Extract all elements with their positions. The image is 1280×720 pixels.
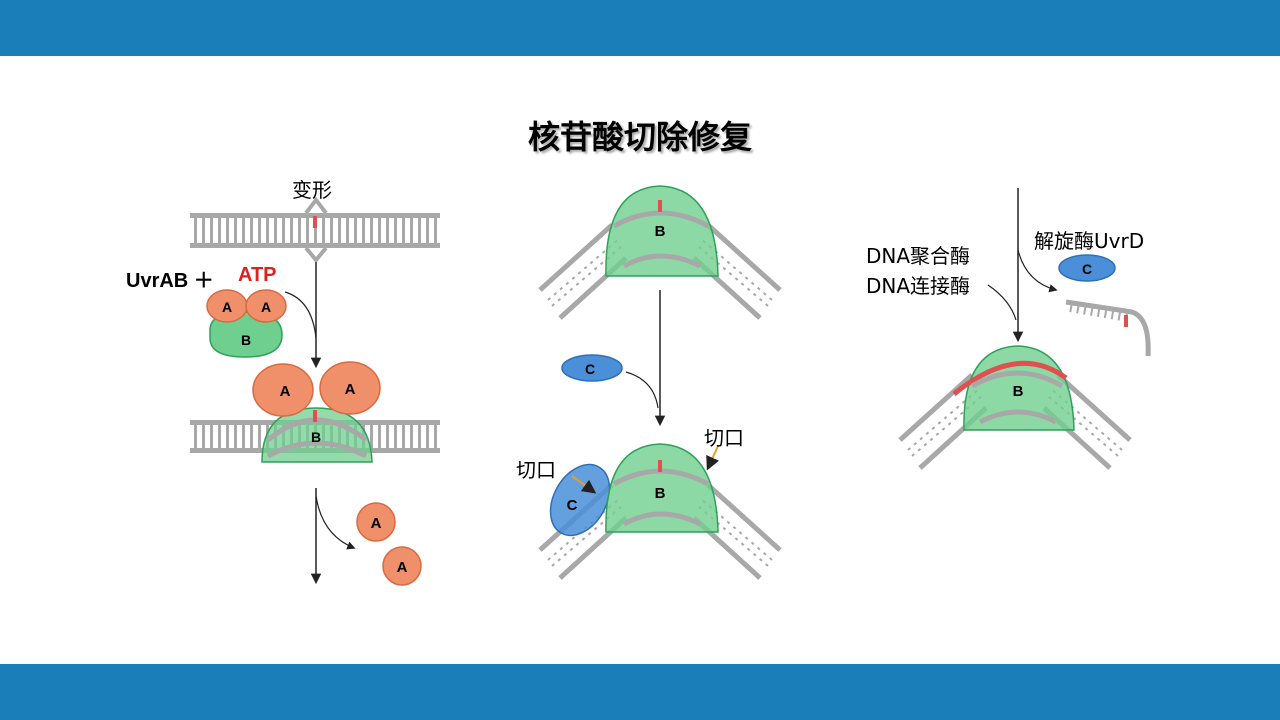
protein-label-A: A [280, 383, 291, 400]
protein-label-A: A [261, 299, 271, 315]
uvrc-protein: C [561, 354, 623, 382]
protein-label-B: B [311, 429, 321, 445]
bent-dna-top: B [538, 185, 782, 320]
top-band [0, 0, 1280, 56]
protein-label-C: C [1082, 261, 1092, 277]
protein-label-C: C [585, 361, 595, 377]
excised-oligo [1065, 299, 1151, 357]
arrow-icon [315, 495, 356, 550]
label-nick-left: 切口 [516, 458, 556, 482]
nick-pointer-icon [706, 445, 720, 471]
page-title: 核苷酸切除修复 [527, 118, 752, 156]
bent-dna-repaired: B [898, 345, 1132, 470]
arrow-icon [284, 291, 317, 339]
protein-label-A: A [222, 299, 232, 315]
bottom-band [0, 664, 1280, 720]
uvrab-complex: B A A [206, 289, 287, 358]
protein-label-B: B [1013, 383, 1024, 400]
arrow-icon [1017, 249, 1058, 293]
bent-dna-bottom: C B [538, 443, 782, 580]
arrow-icon [987, 284, 1017, 321]
dna-duplex-top [190, 196, 440, 264]
arrow-icon [625, 371, 659, 409]
label-dna-ligase: DNA连接酶 [866, 274, 971, 298]
label-uvrab: UvrAB ＋ [126, 270, 214, 292]
label-dna-polymerase: DNA聚合酶 [866, 244, 971, 268]
protein-label-B: B [655, 485, 666, 502]
label-helicase: 解旋酶UvrD [1034, 229, 1145, 253]
nick-pointer-icon [571, 475, 597, 494]
damage-site-icon [313, 216, 317, 228]
protein-label-A: A [345, 381, 356, 398]
dna-duplex-bound: B A A [190, 361, 440, 463]
uvrc-released: C [1058, 254, 1116, 282]
protein-label-C: C [567, 497, 578, 514]
label-deform: 变形 [292, 178, 332, 202]
label-atp: ATP [238, 264, 277, 286]
released-A-proteins: A A [356, 502, 422, 586]
label-nick-right: 切口 [704, 426, 744, 450]
protein-label-B: B [655, 223, 666, 240]
new-dna-strand [952, 360, 1068, 396]
protein-label-A: A [397, 559, 408, 576]
protein-label-B: B [241, 332, 251, 348]
protein-label-A: A [371, 515, 382, 532]
